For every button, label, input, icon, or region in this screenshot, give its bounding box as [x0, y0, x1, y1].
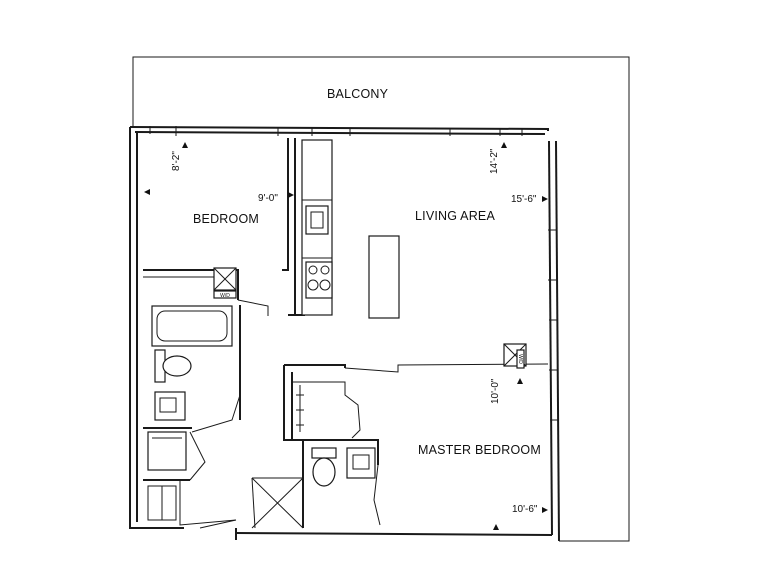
dimension-ticks [144, 142, 548, 530]
dim-master-depth: 10'-0" [490, 378, 501, 404]
balcony-outline [132, 56, 630, 542]
entry-closet-icon [147, 485, 177, 521]
dim-bedroom-depth: 8'-2" [171, 151, 182, 171]
mechanical-box-master: W/D [503, 343, 527, 369]
vanity-sink-icon [154, 391, 186, 421]
ensuite-fixtures [296, 385, 376, 487]
room-label-living: LIVING AREA [415, 209, 495, 223]
toilet-icon [154, 349, 192, 383]
room-label-balcony: BALCONY [327, 87, 389, 101]
kitchen-island [368, 235, 400, 319]
closet-icon [147, 431, 187, 471]
kitchen-sink-icon [305, 205, 329, 235]
dim-master-width: 10'-6" [512, 504, 538, 515]
ensuite-sink-icon [346, 447, 376, 479]
main-bathroom-fixtures [147, 305, 233, 521]
window-mullions [149, 126, 558, 421]
wd-tag-master: W/D [517, 354, 523, 364]
mechanical-box-bedroom: W/D [213, 267, 237, 299]
dim-living-depth: 14'-2" [489, 148, 500, 174]
exterior-walls [129, 126, 560, 542]
bathtub-icon [151, 305, 233, 347]
room-label-bedroom: BEDROOM [193, 212, 259, 226]
dim-bedroom-width: 9'-0" [258, 193, 278, 204]
closet-shelving [296, 385, 304, 432]
interior-walls [143, 138, 549, 529]
kitchen [301, 139, 400, 319]
room-label-master: MASTER BEDROOM [418, 443, 541, 457]
wd-tag: W/D [220, 293, 230, 299]
ensuite-toilet-icon [311, 447, 337, 487]
cooktop-icon [305, 261, 333, 299]
dim-living-width: 15'-6" [511, 194, 537, 205]
